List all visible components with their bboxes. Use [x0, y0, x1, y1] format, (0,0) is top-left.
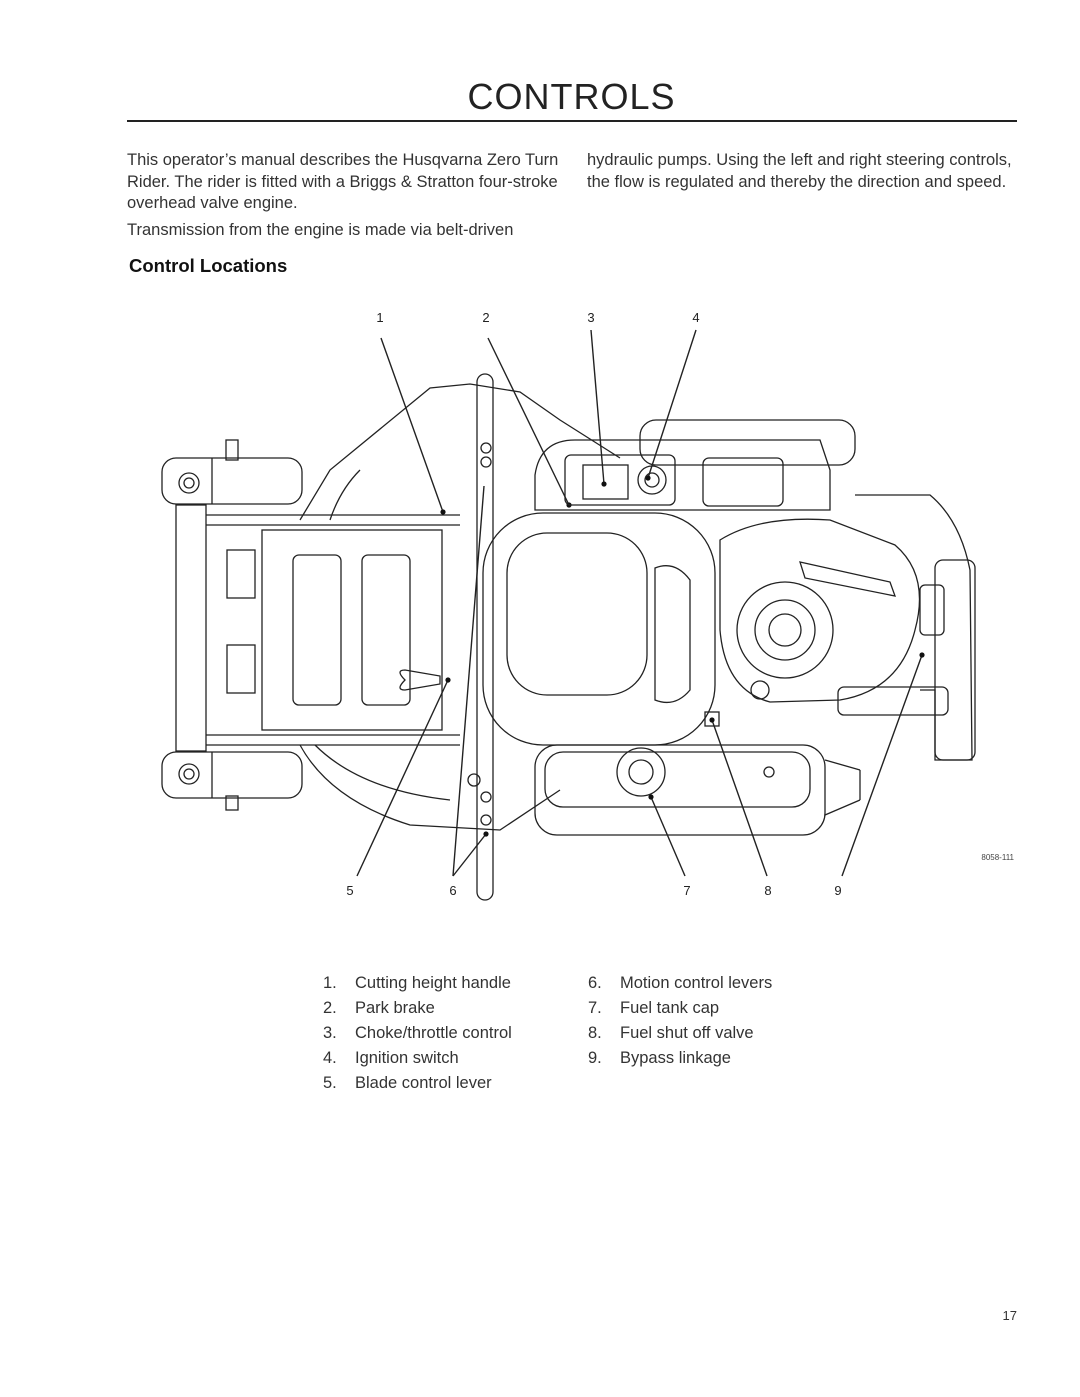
callout-9: 9: [834, 883, 841, 898]
intro-paragraph-3: hydraulic pumps. Using the left and righ…: [587, 151, 1012, 191]
page-title: CONTROLS: [467, 76, 676, 117]
rear-frame: [837, 494, 976, 761]
intro-paragraph-2: Transmission from the engine is made via…: [127, 220, 514, 239]
legend-right: 6.Motion control levers 7.Fuel tank cap …: [588, 971, 772, 1071]
legend-item: 5.Blade control lever: [323, 1074, 492, 1092]
callout-1: 1: [376, 310, 383, 325]
engine: [639, 419, 945, 703]
leader-dots: [440, 475, 925, 837]
callout-3: 3: [587, 310, 594, 325]
callout-6: 6: [449, 883, 456, 898]
legend-item: 8.Fuel shut off valve: [588, 1024, 754, 1042]
callout-5: 5: [346, 883, 353, 898]
control-panel: [534, 439, 831, 511]
title-rule: [127, 120, 1017, 122]
front-frame: [175, 504, 460, 752]
seat: [482, 512, 716, 746]
legend-item: 9.Bypass linkage: [588, 1049, 731, 1067]
front-caster-left-top: [161, 439, 303, 505]
intro-column-left: This operator’s manual describes the Hus…: [127, 150, 567, 246]
legend-item: 6.Motion control levers: [588, 974, 773, 992]
page-number: 17: [1002, 1308, 1017, 1323]
callout-8: 8: [764, 883, 771, 898]
front-caster-left-bottom: [161, 751, 303, 811]
leader-lines: [356, 329, 923, 877]
legend-left: 1.Cutting height handle 2.Park brake 3.C…: [323, 971, 512, 1096]
rider-diagram: 1 2 3 4 5 6 7 8 9 8058-111: [161, 310, 1015, 901]
figure-code: 8058-111: [981, 853, 1014, 862]
motion-control-levers: [467, 373, 494, 901]
mower-deck: [299, 383, 621, 831]
callout-2: 2: [482, 310, 489, 325]
intro-paragraph-1: This operator’s manual describes the Hus…: [127, 151, 559, 212]
legend-item: 4.Ignition switch: [323, 1049, 459, 1067]
legend-item: 1.Cutting height handle: [323, 974, 511, 992]
legend-item: 2.Park brake: [323, 999, 435, 1017]
legend-item: 7.Fuel tank cap: [588, 999, 720, 1017]
legend-item: 3.Choke/throttle control: [323, 1024, 512, 1042]
section-heading: Control Locations: [129, 255, 288, 276]
fuel-tank: [534, 744, 861, 836]
callout-7: 7: [683, 883, 690, 898]
callout-4: 4: [692, 310, 699, 325]
intro-column-right: hydraulic pumps. Using the left and righ…: [587, 150, 1017, 198]
fuel-valve: [704, 711, 720, 727]
